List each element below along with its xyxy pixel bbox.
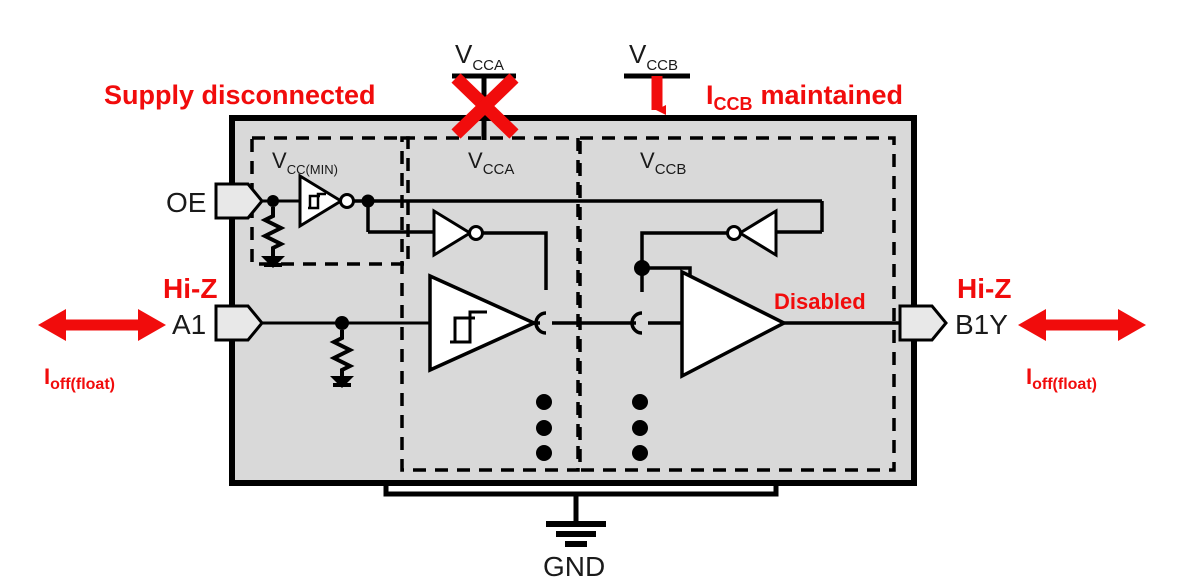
oe-pin: OE — [166, 182, 264, 220]
gnd-pin-label: GND — [543, 551, 605, 582]
oe-schmitt-inverter — [298, 173, 355, 229]
iccb-maintained-annotation: ICCB maintained — [706, 80, 903, 114]
vcca-supply-label-main: V — [455, 39, 473, 69]
hi-z-left-annotation: Hi-Z — [163, 273, 217, 304]
b-side-output-buffer — [680, 269, 788, 379]
ioff-left-arrow-icon — [38, 309, 166, 341]
vcca-supply-label-sub: CCA — [472, 57, 504, 74]
iccb-current-sub: CCB — [714, 94, 753, 114]
a1-pin: A1 — [172, 304, 264, 342]
gnd-pin: GND — [383, 483, 779, 582]
vccb-supply: VCCB — [624, 39, 690, 79]
channel-ellipsis-b — [632, 394, 648, 461]
supply-disconnected-x-icon — [451, 73, 519, 139]
vccmin-label-sub: CC(MIN) — [287, 162, 338, 177]
a1-pin-label: A1 — [172, 309, 206, 340]
oe-inverter-b — [634, 208, 778, 292]
oe-signal-net — [260, 195, 300, 268]
vccb-supply-label-sub: CCB — [646, 57, 678, 74]
ioff-right-sub: off(float) — [1032, 376, 1097, 393]
oe-distribution-net — [354, 194, 824, 234]
ioff-left-sub: off(float) — [50, 376, 115, 393]
vccb-domain-label-main: V — [640, 148, 655, 173]
device-body — [229, 115, 917, 486]
supply-disconnected-annotation: Supply disconnected — [104, 80, 376, 110]
b1y-pin-label: B1Y — [955, 309, 1008, 340]
vccmin-domain-box — [250, 136, 410, 266]
a-side-schmitt-buffer — [428, 273, 539, 373]
hi-z-right-annotation: Hi-Z — [957, 273, 1011, 304]
svg-text:VCCA: VCCA — [468, 148, 514, 178]
ioff-right-label: Ioff(float) — [1026, 364, 1097, 393]
vccb-domain-box — [578, 136, 896, 472]
ioff-right-arrow-icon — [1018, 309, 1146, 341]
vccmin-label-main: V — [272, 148, 287, 173]
svg-text:VCC(MIN): VCC(MIN) — [272, 148, 338, 177]
iccb-maintained-word: maintained — [761, 80, 904, 110]
power-domain-regions — [250, 136, 896, 472]
oe-pin-label: OE — [166, 187, 206, 218]
vccb-supply-label-main: V — [629, 39, 647, 69]
signal-hop-a — [534, 311, 636, 335]
iccb-current-symbol: I — [706, 80, 714, 110]
disabled-annotation: Disabled — [774, 289, 866, 314]
vccb-domain-label-sub: CCB — [655, 161, 687, 178]
oe-inverter-a — [432, 208, 548, 290]
ioff-left-label: Ioff(float) — [44, 364, 115, 393]
domain-labels: VCC(MIN) VCCA VCCB — [272, 148, 686, 178]
ioff-right-current: I — [1026, 364, 1032, 389]
signal-hop-b — [630, 311, 682, 335]
svg-text:VCCB: VCCB — [640, 148, 686, 178]
vcca-domain-box — [400, 136, 580, 472]
channel-ellipsis-a — [536, 394, 552, 461]
a1-signal-net — [262, 316, 430, 388]
vcca-supply-label: VCCA — [455, 39, 504, 74]
b1y-pin: B1Y — [898, 304, 1008, 342]
vcca-supply: VCCA — [452, 39, 516, 140]
ioff-left-current: I — [44, 364, 50, 389]
vcca-domain-label-sub: CCA — [483, 161, 515, 178]
vccb-supply-label: VCCB — [629, 39, 678, 74]
vcca-domain-label-main: V — [468, 148, 483, 173]
